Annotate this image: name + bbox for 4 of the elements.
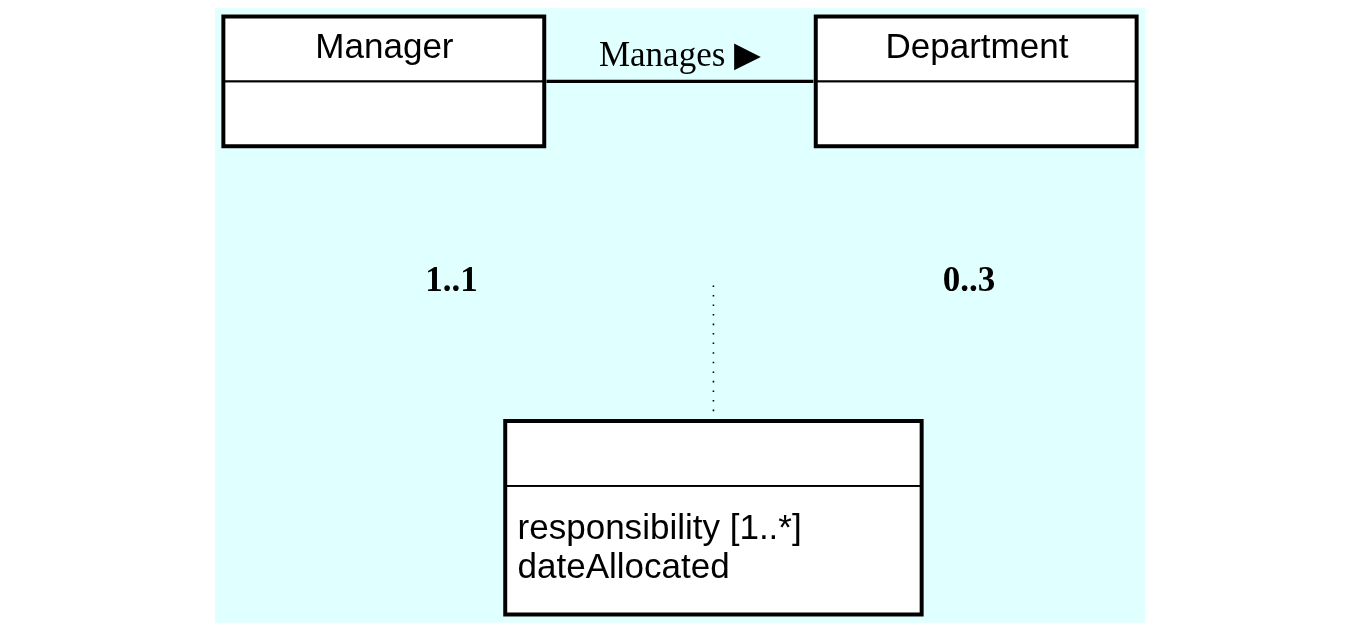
label: 0..3 bbox=[942, 259, 996, 299]
edge-label: Manages ▶ bbox=[598, 35, 762, 75]
label: 1..1 bbox=[425, 259, 478, 299]
connector bbox=[546, 79, 814, 83]
